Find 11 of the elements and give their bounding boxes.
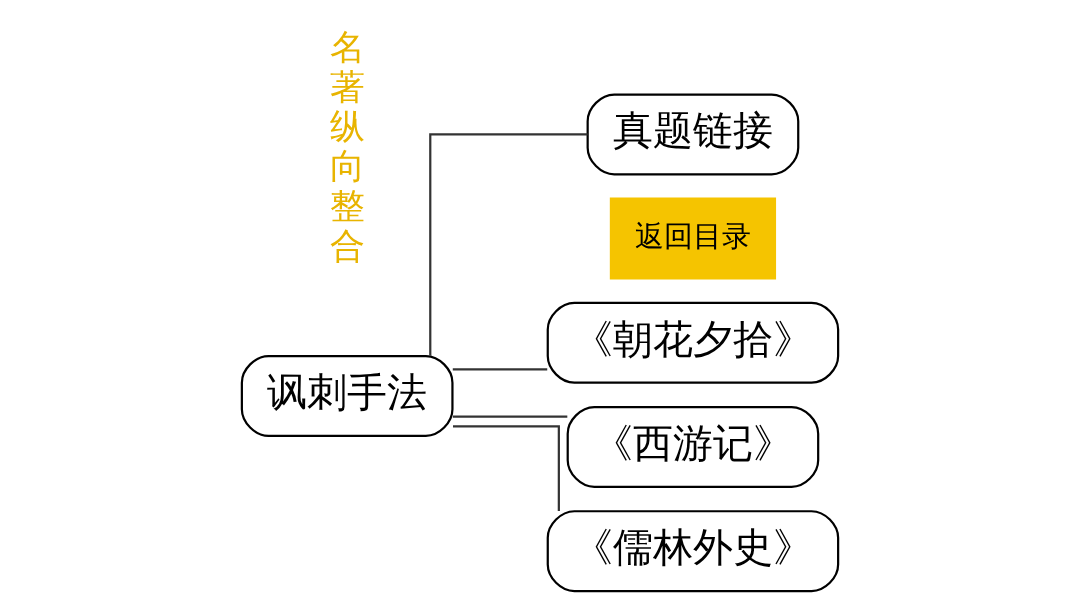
label: 名著纵向整合 — [329, 25, 365, 267]
node-box: 真题链接 — [586, 93, 800, 176]
connector — [429, 133, 588, 356]
node-box: 《西游记》 — [566, 405, 820, 488]
connector — [453, 425, 560, 511]
node-box: 讽刺手法 — [240, 354, 454, 437]
node-box: 《朝花夕拾》 — [546, 301, 840, 384]
connector — [452, 415, 568, 418]
label: 返回目录 — [634, 219, 751, 254]
node-box: 《儒林外史》 — [546, 510, 840, 593]
connector — [452, 368, 548, 371]
